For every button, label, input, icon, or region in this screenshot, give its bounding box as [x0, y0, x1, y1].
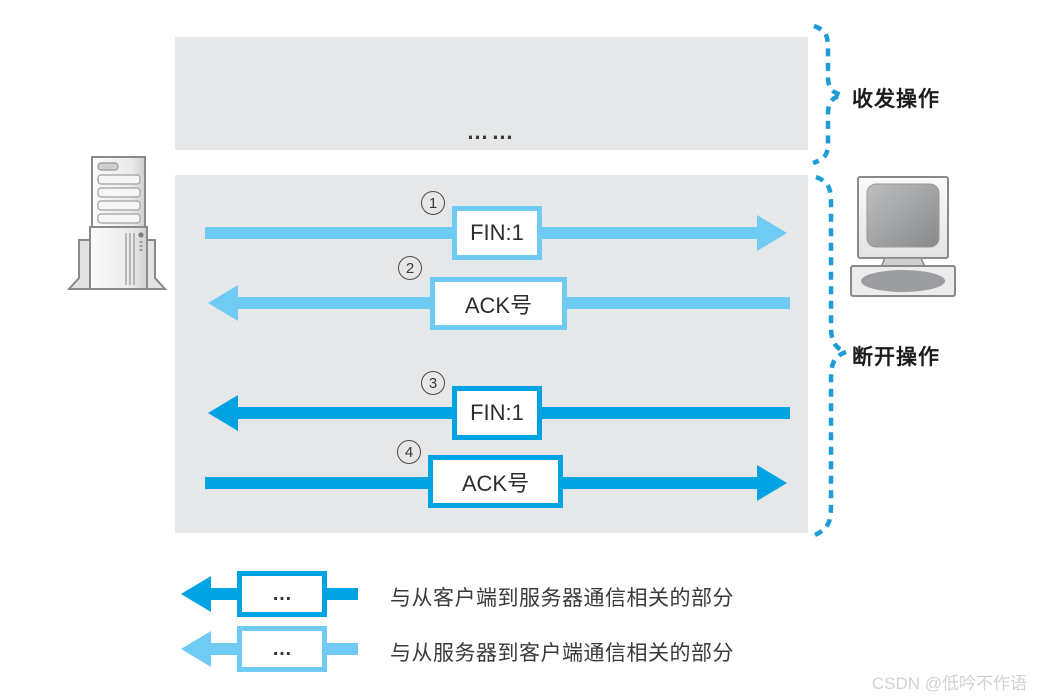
client-monitor-icon [850, 176, 956, 297]
step-number-2: 2 [398, 256, 422, 280]
send-receive-brace [812, 23, 851, 166]
arrow-head-right-icon [757, 465, 787, 501]
fin-flag-box-3: FIN:1 [452, 386, 542, 440]
send-receive-label: 收发操作 [852, 88, 940, 111]
server-tower-icon [66, 156, 168, 290]
legend-box-dark: … [237, 571, 327, 617]
step-number-4: 4 [397, 440, 421, 464]
ack-flag-box-4: ACK号 [428, 455, 563, 508]
disconnect-brace [813, 174, 854, 538]
disconnect-label: 断开操作 [852, 346, 940, 369]
ack-flag-box-2: ACK号 [430, 277, 567, 330]
legend-text-server-to-client: 与从服务器到客户端通信相关的部分 [390, 642, 734, 665]
send-receive-panel: …… [175, 37, 808, 150]
arrow-head-left-icon [181, 631, 211, 667]
arrow-head-left-icon [181, 576, 211, 612]
csdn-watermark: CSDN @低吟不作语 [871, 674, 1027, 693]
arrow-head-left-icon [208, 285, 238, 321]
legend-text-client-to-server: 与从客户端到服务器通信相关的部分 [390, 587, 734, 610]
fin-flag-box-1: FIN:1 [452, 206, 542, 260]
step-number-1: 1 [421, 191, 445, 215]
legend-box-light: … [237, 626, 327, 672]
step-number-3: 3 [421, 371, 445, 395]
omitted-operations-ellipsis: …… [466, 119, 517, 144]
arrow-head-left-icon [208, 395, 238, 431]
arrow-head-right-icon [757, 215, 787, 251]
